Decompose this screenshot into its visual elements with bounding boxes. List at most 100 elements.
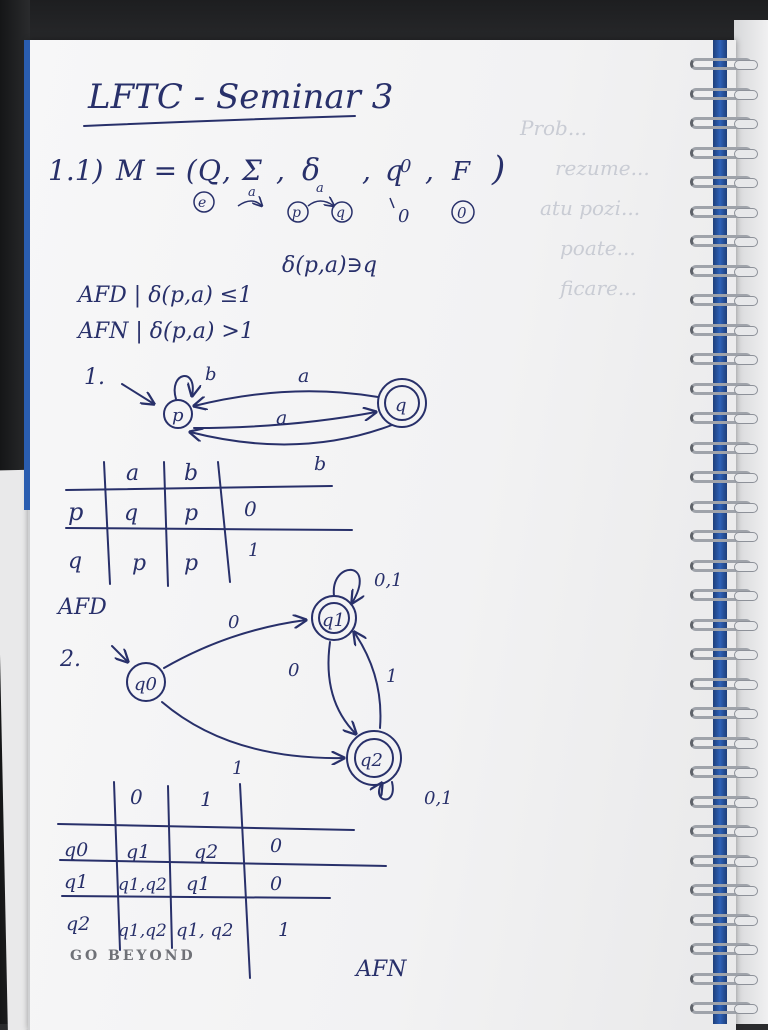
state-q-inner: [384, 385, 420, 421]
table2-line: [113, 781, 121, 951]
spiral-ring: [690, 971, 760, 987]
label-q0-to-q1: 0: [228, 612, 239, 633]
table1-line: [103, 461, 111, 585]
show-through-text: ficare...: [558, 276, 637, 300]
spiral-ring: [690, 1000, 760, 1016]
table1-cell: p: [184, 501, 198, 526]
table1-header: b: [184, 461, 198, 486]
label-q-to-p-bottom: b: [314, 453, 326, 475]
state-q0: [126, 662, 166, 702]
mark-text: q: [336, 205, 345, 221]
label-q1-loop: 0,1: [374, 570, 403, 591]
edge-q-to-p-top: [194, 390, 379, 406]
state-q1-inner: [318, 602, 350, 634]
table2-cell: q2: [194, 841, 218, 863]
spiral-ring: [690, 322, 760, 338]
edge-q2-to-q1: [354, 632, 382, 729]
afn-rule: AFN | δ(p,a) >1: [76, 319, 254, 344]
table1-cell: p: [184, 551, 198, 576]
mark-text: 0: [457, 204, 467, 222]
label-q2-to-q1: 1: [386, 666, 397, 687]
spiral-ring: [690, 676, 760, 692]
show-through-text: Prob...: [519, 116, 587, 140]
spiral-ring: [690, 912, 760, 928]
label-q2-loop: 0,1: [424, 788, 453, 809]
table2-cell: q1: [64, 871, 88, 893]
mark-arrow: [237, 201, 262, 206]
mark-circle: [451, 200, 475, 224]
state-q2-label: q2: [360, 750, 383, 771]
diagram-2-number: 2.: [59, 647, 81, 672]
spiral-ring: [690, 145, 760, 161]
comma: ,: [425, 154, 434, 187]
label-q1-to-q2: 0: [288, 660, 299, 681]
spiral-ring: [690, 882, 760, 898]
spiral-ring: [690, 233, 760, 249]
diagram-2-type: AFN: [354, 957, 407, 982]
edge-q0-to-q2: [161, 701, 344, 758]
table1-line: [217, 461, 231, 583]
table2-header: 1: [200, 787, 213, 811]
spiral-ring: [690, 263, 760, 279]
spiral-ring: [690, 499, 760, 515]
table1-cell: q: [124, 501, 138, 526]
edge-p-to-q: [193, 412, 376, 429]
mark-arrow: [307, 201, 334, 206]
spiral-ring: [690, 794, 760, 810]
table2-cell: q1,q2: [118, 875, 167, 895]
mark-text: a: [248, 185, 256, 200]
table1-cell: p: [68, 498, 83, 526]
table2-cell: q1,q2: [118, 921, 167, 941]
delta-definition: δ(p,a)∋q: [282, 253, 377, 278]
table2-cell: q1: [186, 873, 210, 895]
label-self-loop-p: b: [205, 364, 217, 385]
spiral-ring: [690, 381, 760, 397]
spiral-ring: [690, 469, 760, 485]
table2-cell: q1, q2: [176, 920, 233, 941]
title-underline: [83, 115, 356, 127]
table1-cell: q: [68, 549, 82, 574]
table1-line: [65, 485, 333, 491]
spiral-ring: [690, 204, 760, 220]
state-p-label: p: [172, 405, 184, 426]
table1-cell: p: [132, 551, 146, 576]
edge-q0-to-q1: [163, 620, 306, 669]
tuple-Q: Q: [198, 154, 221, 187]
table1-line: [65, 527, 353, 531]
spiral-ring: [690, 823, 760, 839]
exercise-number: 1.1): [48, 154, 103, 187]
edge-q-to-p-bottom: [190, 424, 393, 446]
page-title: LFTC - Seminar 3: [87, 77, 393, 117]
table2-cell: 0: [270, 873, 282, 895]
mark-text: e: [198, 195, 206, 211]
tuple-q0-subscript: 0: [400, 156, 411, 177]
spiral-ring: [690, 941, 760, 957]
tuple-delta: δ: [302, 153, 320, 188]
start-arrow: [111, 645, 128, 662]
spiral-ring: [690, 528, 760, 544]
mark-circle: [287, 201, 309, 223]
comma: ,: [222, 154, 231, 187]
spiral-ring: [690, 351, 760, 367]
label-q-to-p-top: a: [298, 365, 309, 387]
show-through-text: atu pozi...: [540, 196, 640, 220]
mark-text: 0: [398, 206, 409, 227]
mark-circle: [193, 191, 215, 213]
spiral-ring: [690, 617, 760, 633]
mark-circle: [331, 201, 353, 223]
tuple-q0: q: [385, 154, 403, 187]
table2-line: [239, 783, 251, 979]
edge-q1-to-q2: [327, 641, 356, 734]
table2-header: 0: [130, 785, 143, 809]
tuple-open: M = (: [115, 154, 198, 187]
table1-header: a: [126, 461, 139, 486]
afd-rule: AFD | δ(p,a) ≤1: [76, 283, 252, 308]
state-q2-inner: [354, 738, 394, 778]
spiral-ring: [690, 174, 760, 190]
start-arrow: [121, 383, 154, 404]
table2-line: [61, 895, 331, 899]
spiral-ring: [690, 646, 760, 662]
comma: ,: [276, 154, 285, 187]
spiral-ring: [690, 86, 760, 102]
